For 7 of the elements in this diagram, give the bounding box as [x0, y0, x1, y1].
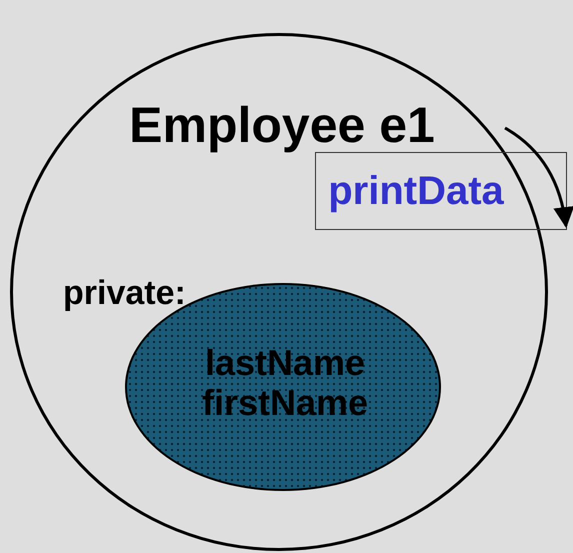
visibility-label: private: [63, 274, 186, 313]
object-title: Employee e1 [128, 98, 436, 153]
arrow [504, 126, 573, 228]
method-box [315, 152, 567, 230]
method-name: printData [327, 169, 505, 213]
object-circle [10, 33, 548, 551]
field-names: lastName firstName [200, 343, 370, 422]
